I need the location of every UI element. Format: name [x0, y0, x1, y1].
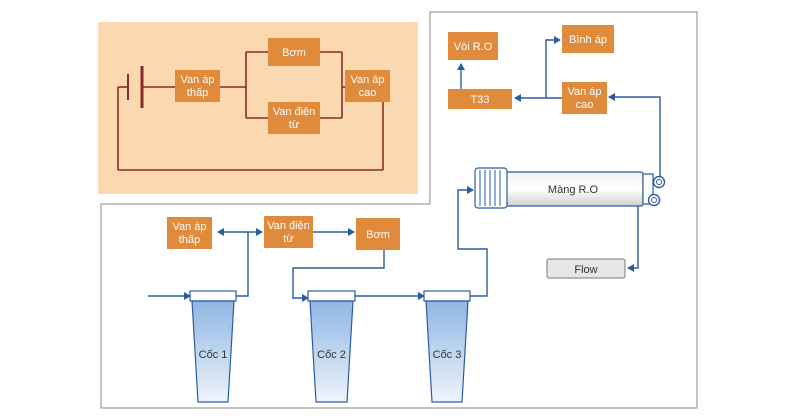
circuit-pump-label: Bơm	[282, 47, 306, 59]
ro-high-valve-line1: Van áp	[567, 86, 601, 98]
filter-low-valve-line1: Van áp	[172, 221, 206, 233]
filter-solenoid-line1: Van điện	[267, 220, 310, 232]
ro-pressure-tank: Bình áp	[562, 25, 614, 53]
membrane-port-top	[652, 175, 666, 189]
circuit-high-pressure-valve: Van áp cao	[345, 70, 390, 102]
circuit-solenoid-line2: từ	[289, 119, 300, 131]
ro-t33-filter: T33	[448, 89, 512, 109]
ro-membrane-label: Màng R.O	[548, 184, 599, 196]
frame-lines	[100, 11, 698, 409]
circuit-panel: Van áp thấp Bơm Van điện từ Van áp cao	[98, 22, 418, 194]
circuit-low-valve-line1: Van áp	[180, 74, 214, 86]
circuit-solenoid-valve: Van điện từ	[268, 102, 320, 134]
circuit-high-valve-line2: cao	[359, 87, 377, 99]
ro-faucet: Vòi R.O	[448, 32, 498, 60]
circuit-solenoid-line1: Van điện	[273, 106, 316, 118]
membrane-port-bottom	[647, 193, 661, 207]
ro-t33-label: T33	[471, 94, 490, 106]
filter-cup-3: Cốc 3	[423, 290, 471, 403]
ro-flow-restrictor: Flow	[546, 258, 626, 279]
cup-1-label: Cốc 1	[199, 349, 228, 361]
filter-low-pressure-valve: Van áp thấp	[167, 217, 212, 249]
ro-faucet-label: Vòi R.O	[454, 41, 493, 53]
cup-2-label: Cốc 2	[317, 349, 346, 361]
ro-high-pressure-valve: Van áp cao	[562, 82, 607, 114]
water-pipes	[148, 36, 661, 302]
filter-solenoid-valve: Van điện từ	[264, 216, 313, 248]
filter-pump-label: Bơm	[366, 229, 390, 241]
circuit-panel-bg	[98, 22, 418, 194]
ro-flow-label: Flow	[574, 264, 597, 276]
circuit-low-pressure-valve: Van áp thấp	[175, 70, 220, 102]
filter-solenoid-line2: từ	[283, 233, 294, 245]
filter-cup-2: Cốc 2	[307, 290, 356, 403]
cup-3-label: Cốc 3	[433, 349, 462, 361]
circuit-high-valve-line1: Van áp	[350, 74, 384, 86]
ro-tank-label: Bình áp	[569, 34, 607, 46]
circuit-low-valve-line2: thấp	[187, 87, 208, 99]
circuit-pump: Bơm	[268, 38, 320, 66]
filter-low-valve-line2: thấp	[179, 234, 200, 246]
membrane-cap-ribs	[479, 170, 501, 206]
circuit-wires	[117, 51, 384, 171]
ro-membrane: Màng R.O	[474, 167, 666, 209]
ro-high-valve-line2: cao	[576, 99, 594, 111]
filter-pump: Bơm	[356, 218, 400, 250]
membrane-end	[642, 173, 654, 205]
filter-cup-1: Cốc 1	[189, 290, 237, 403]
membrane-cap	[474, 167, 508, 209]
